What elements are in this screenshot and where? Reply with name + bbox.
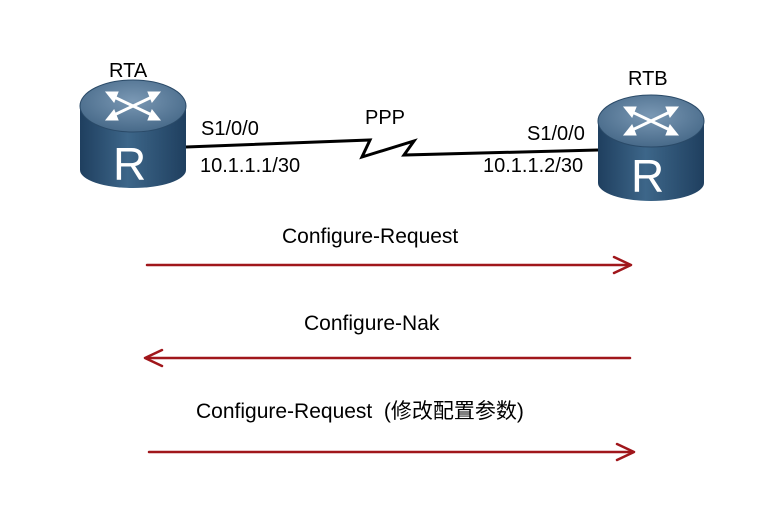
- arrow-configure-request-modified: [147, 442, 636, 462]
- message-label: Configure-Request (修改配置参数): [196, 400, 524, 423]
- arrow-configure-request: [145, 255, 633, 275]
- message-label: Configure-Nak: [304, 312, 440, 335]
- message-label: Configure-Request: [282, 225, 459, 248]
- router-rta-icon: [79, 79, 187, 188]
- router-rta-ip: 10.1.1.1/30: [200, 155, 301, 177]
- router-rtb-ip: 10.1.1.2/30: [483, 155, 584, 177]
- router-arrows-icon: [104, 91, 162, 121]
- arrow-configure-nak: [143, 348, 632, 368]
- router-arrows-icon: [622, 106, 680, 136]
- link-label: PPP: [365, 107, 406, 129]
- router-rta-glyph: R: [113, 138, 147, 190]
- router-rta-interface: S1/0/0: [201, 118, 259, 140]
- ppp-serial-link: [185, 138, 599, 160]
- router-rta-name: RTA: [109, 60, 148, 82]
- router-rtb-glyph: R: [631, 150, 665, 202]
- router-rtb-name: RTB: [628, 68, 668, 90]
- router-rtb-interface: S1/0/0: [527, 123, 585, 145]
- router-rtb-icon: [597, 94, 705, 201]
